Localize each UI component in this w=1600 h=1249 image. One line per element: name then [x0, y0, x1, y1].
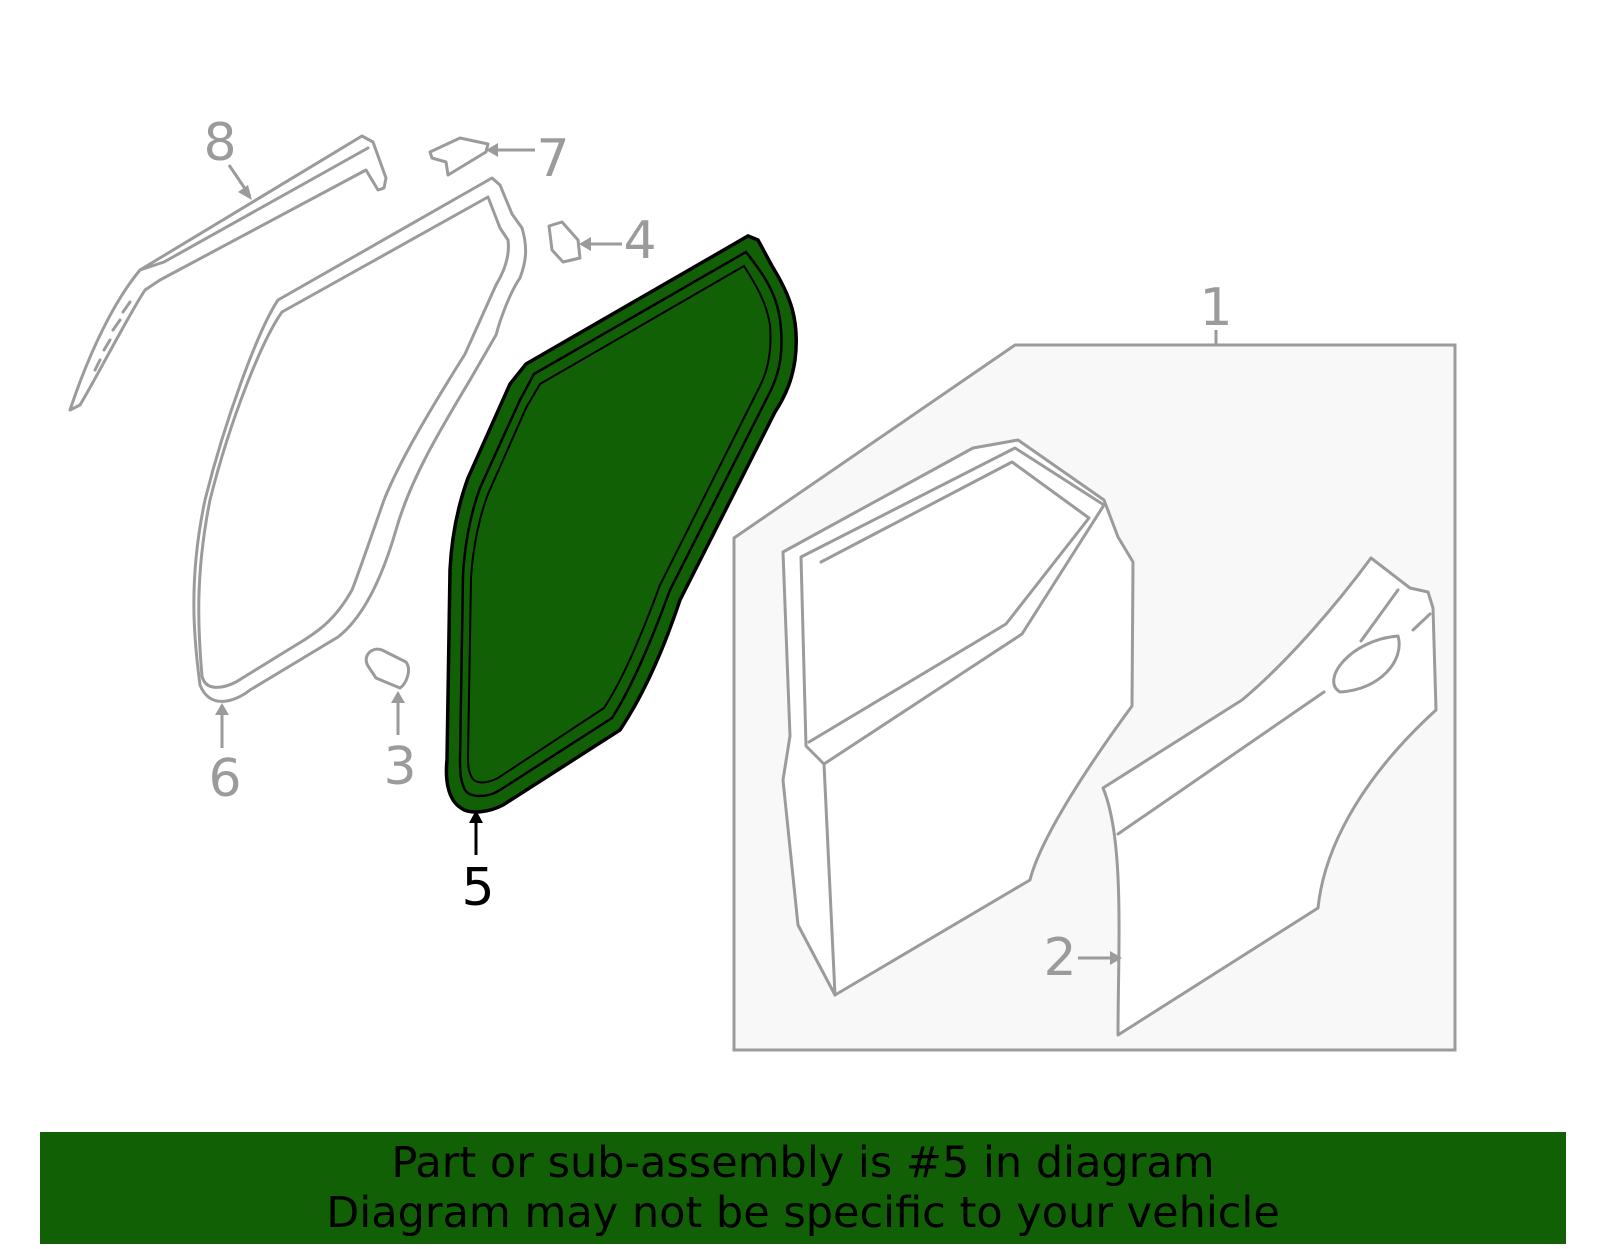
arrowhead-2 [1110, 951, 1122, 965]
door-seal-inner-1 [458, 250, 783, 798]
banner-line-part-info: Part or sub-assembly is #5 in diagram [391, 1138, 1215, 1188]
door-shell [781, 438, 1135, 997]
door-weatherstrip-inner [197, 195, 510, 689]
arrowhead-6 [215, 703, 229, 715]
plug-part-4 [547, 220, 582, 264]
arrowhead-4 [579, 237, 591, 251]
upper-trim-strip-edge [138, 146, 370, 272]
door-seal-outer [444, 234, 799, 814]
banner-line-disclaimer: Diagram may not be specific to your vehi… [326, 1188, 1280, 1238]
door-outer-panel-line-2 [1359, 588, 1432, 643]
callout-7: 7 [536, 129, 569, 189]
arrowhead-7 [486, 143, 498, 157]
door-edge [822, 762, 837, 997]
arrowhead-5 [469, 810, 483, 823]
clip-part-7 [428, 136, 490, 177]
door-seal-part-5 [444, 234, 799, 814]
callout-8: 8 [203, 113, 236, 173]
callout-6: 6 [208, 749, 241, 809]
callout-3: 3 [383, 737, 416, 797]
door-outer-panel-line [1116, 690, 1326, 836]
door-assembly-group [732, 330, 1457, 1052]
grommet-part-3 [364, 647, 410, 690]
door-handle-recess [1332, 634, 1401, 694]
arrowhead-8 [238, 185, 252, 200]
door-window-frame [799, 446, 1106, 766]
callout-5: 5 [461, 858, 494, 918]
callout-2: 2 [1043, 928, 1076, 988]
door-seal-inner-2 [466, 264, 772, 784]
arrowhead-3 [391, 691, 405, 703]
info-banner: Part or sub-assembly is #5 in diagram Di… [40, 1132, 1566, 1244]
callout-1: 1 [1199, 278, 1232, 338]
door-weatherstrip-part-6 [192, 176, 528, 703]
upper-trim-strip-ribs [93, 300, 132, 372]
upper-trim-strip [68, 134, 388, 412]
door-window-frame-inner [807, 460, 1091, 744]
callout-4: 4 [623, 211, 656, 271]
upper-trim-strip-shape [68, 134, 388, 412]
